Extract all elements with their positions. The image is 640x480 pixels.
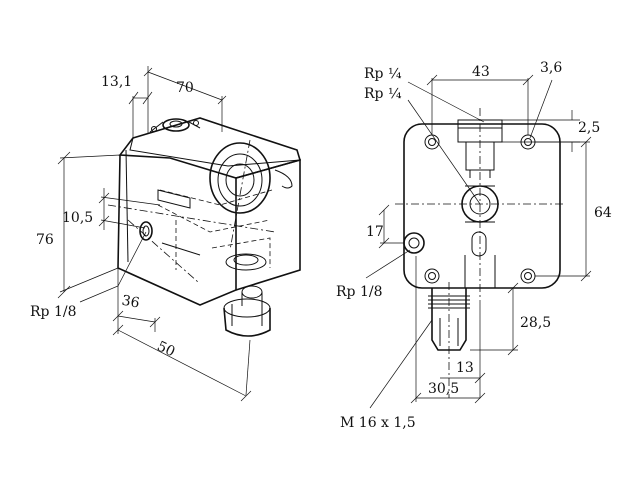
label-28-5: 28,5 — [520, 315, 551, 331]
front-side-port — [403, 232, 425, 254]
label-10-5: 10,5 — [62, 210, 93, 226]
iso-front-face — [235, 158, 301, 291]
label-m16: M 16 x 1,5 — [340, 415, 416, 431]
iso-left-face — [117, 154, 237, 306]
iso-cable-gland — [223, 307, 271, 337]
label-36: 36 — [120, 293, 140, 312]
label-50: 50 — [154, 338, 177, 360]
iso-top-face — [118, 117, 302, 179]
label-30-5: 30,5 — [428, 381, 459, 397]
label-64: 64 — [594, 205, 612, 221]
label-70: 70 — [176, 80, 194, 96]
iso-top-port — [162, 118, 190, 132]
label-76: 76 — [36, 232, 54, 248]
label-rp-1-4-a: Rp ¼ — [364, 66, 402, 82]
front-housing — [403, 123, 561, 289]
label-13-right: 13 — [456, 360, 474, 376]
label-43: 43 — [472, 64, 490, 80]
label-rp-1-8-left: Rp 1/8 — [30, 304, 76, 320]
label-rp-1-4-b: Rp ¼ — [364, 86, 402, 102]
label-2-5: 2,5 — [578, 120, 600, 136]
right-dimensions — [365, 74, 592, 409]
label-3-6: 3,6 — [540, 60, 562, 76]
left-dimensions — [57, 66, 252, 402]
front-view — [395, 108, 566, 398]
label-17: 17 — [366, 224, 384, 240]
isometric-view — [107, 117, 302, 337]
label-13-1: 13,1 — [101, 74, 132, 90]
label-rp-1-8-right: Rp 1/8 — [336, 284, 382, 300]
iso-dial — [209, 142, 271, 214]
iso-side-port — [139, 221, 153, 241]
